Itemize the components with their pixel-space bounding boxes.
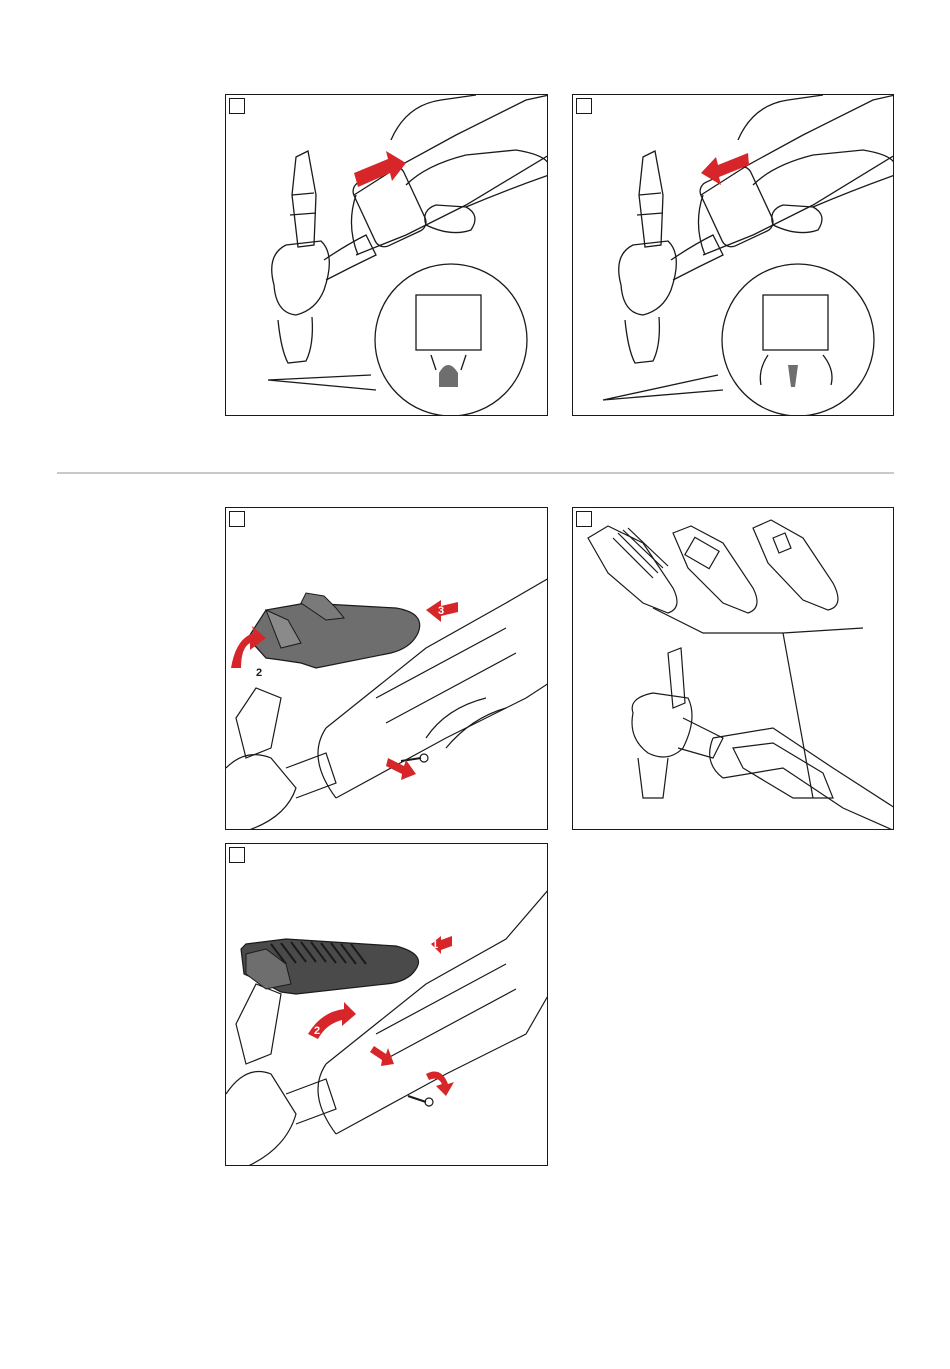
screw-rotate-arrow [426, 1072, 454, 1096]
arrow-label-3: 3 [438, 605, 444, 617]
arrow-label-2: 2 [256, 667, 262, 679]
attach-cover-illustration: 1 2 [226, 844, 548, 1166]
torch-push-back-illustration [573, 95, 894, 416]
illustration-panel-remove-cover: 2 3 [225, 507, 548, 830]
illustration-panel-attach-cover: 1 2 [225, 843, 548, 1166]
arrow-label-2b: 2 [314, 1025, 320, 1037]
cover-variants-illustration [573, 508, 894, 830]
section-divider [57, 472, 894, 474]
torch-push-forward-illustration [226, 95, 548, 416]
arrow-label-1: 1 [432, 939, 438, 951]
press-arrow [370, 1046, 394, 1066]
push-right-arrow [354, 151, 406, 187]
screw-arrow [386, 758, 416, 780]
illustration-panel-push-forward [225, 94, 548, 416]
illustration-panel-push-back [572, 94, 894, 416]
illustration-panel-cover-variants [572, 507, 894, 830]
remove-cover-illustration: 2 3 [226, 508, 548, 830]
